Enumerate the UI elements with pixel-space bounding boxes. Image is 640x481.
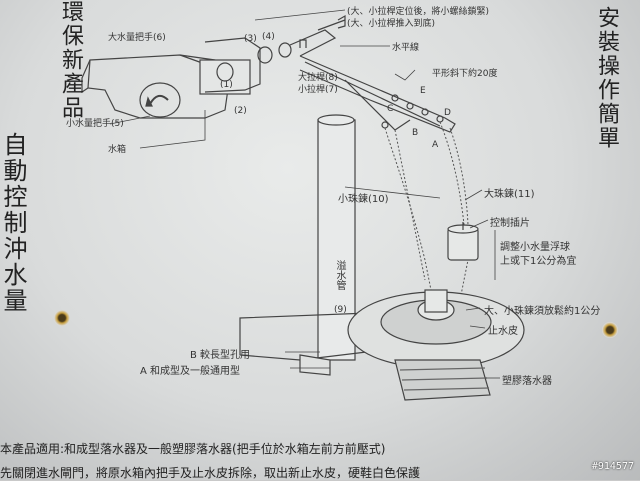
- watermark: #914577: [591, 461, 634, 472]
- callout-point-c: C: [387, 104, 394, 114]
- callout-large-handle: 大水量把手(6): [108, 33, 166, 43]
- callout-point-a: A: [432, 140, 439, 150]
- callout-overflow-number: (9): [334, 305, 347, 315]
- note-line-2: 先關閉進水閘門，將原水箱內把手及止水皮拆除，取出新止水皮，硬鞋白色保護: [0, 466, 421, 480]
- mounting-screw-right: [602, 322, 618, 338]
- callout-n3: (3): [244, 34, 257, 44]
- flush-valve: [239, 289, 525, 401]
- callout-large-rod: 大拉桿(8): [298, 73, 338, 83]
- callout-large-chain: 大珠鍊(11): [484, 189, 535, 200]
- leader-lines: [109, 9, 500, 379]
- callout-small-chain: 小珠鍊(10): [338, 194, 389, 205]
- callout-tank: 水箱: [108, 145, 127, 155]
- callout-horizontal: 水平線: [392, 43, 420, 53]
- callout-n1: (1): [220, 80, 233, 90]
- callout-slope: 平形斜下約20度: [432, 69, 498, 79]
- callout-chain-slack: 大、小珠鍊須放鬆約1公分: [484, 306, 601, 317]
- callout-top-note2: (大、小拉桿推入到底): [347, 19, 436, 29]
- callout-small-rod: 小拉桿(7): [298, 85, 338, 95]
- title-simple-install: 安裝操作簡單: [594, 6, 619, 150]
- overflow-tube: [317, 114, 356, 361]
- callout-small-handle: 小水量把手(5): [66, 119, 124, 129]
- callout-overflow: 溢水管: [334, 260, 345, 290]
- callout-adjust-1: 調整小水量浮球: [500, 242, 570, 253]
- callout-point-d: D: [444, 108, 451, 118]
- bead-chains: [384, 121, 469, 301]
- callout-top-note1: (大、小拉桿定位後，將小螺絲鎖緊): [347, 7, 490, 17]
- title-auto-control: 自動控制沖水量: [0, 132, 27, 314]
- callout-n4: (4): [262, 32, 275, 42]
- callout-n2: (2): [234, 106, 247, 116]
- callout-b-hole: B 較長型孔用: [190, 350, 251, 361]
- mounting-screw-left: [54, 310, 70, 326]
- float: [447, 222, 479, 261]
- callout-adjust-2: 上或下1公分為宜: [500, 256, 577, 267]
- note-line-1: 本產品適用:和成型落水器及一般塑膠落水器(把手位於水箱左前方前壓式): [0, 442, 386, 456]
- callout-a-type: A 和成型及一般通用型: [140, 366, 241, 377]
- callout-point-e: E: [420, 86, 426, 96]
- callout-stopper: 止水皮: [488, 326, 518, 337]
- handle-assembly: [81, 14, 346, 119]
- callout-plastic-valve: 塑膠落水器: [502, 376, 552, 387]
- title-eco-product: 環保新產品: [58, 0, 83, 120]
- callout-control-tab: 控制插片: [490, 218, 530, 229]
- callout-point-b: B: [412, 128, 419, 138]
